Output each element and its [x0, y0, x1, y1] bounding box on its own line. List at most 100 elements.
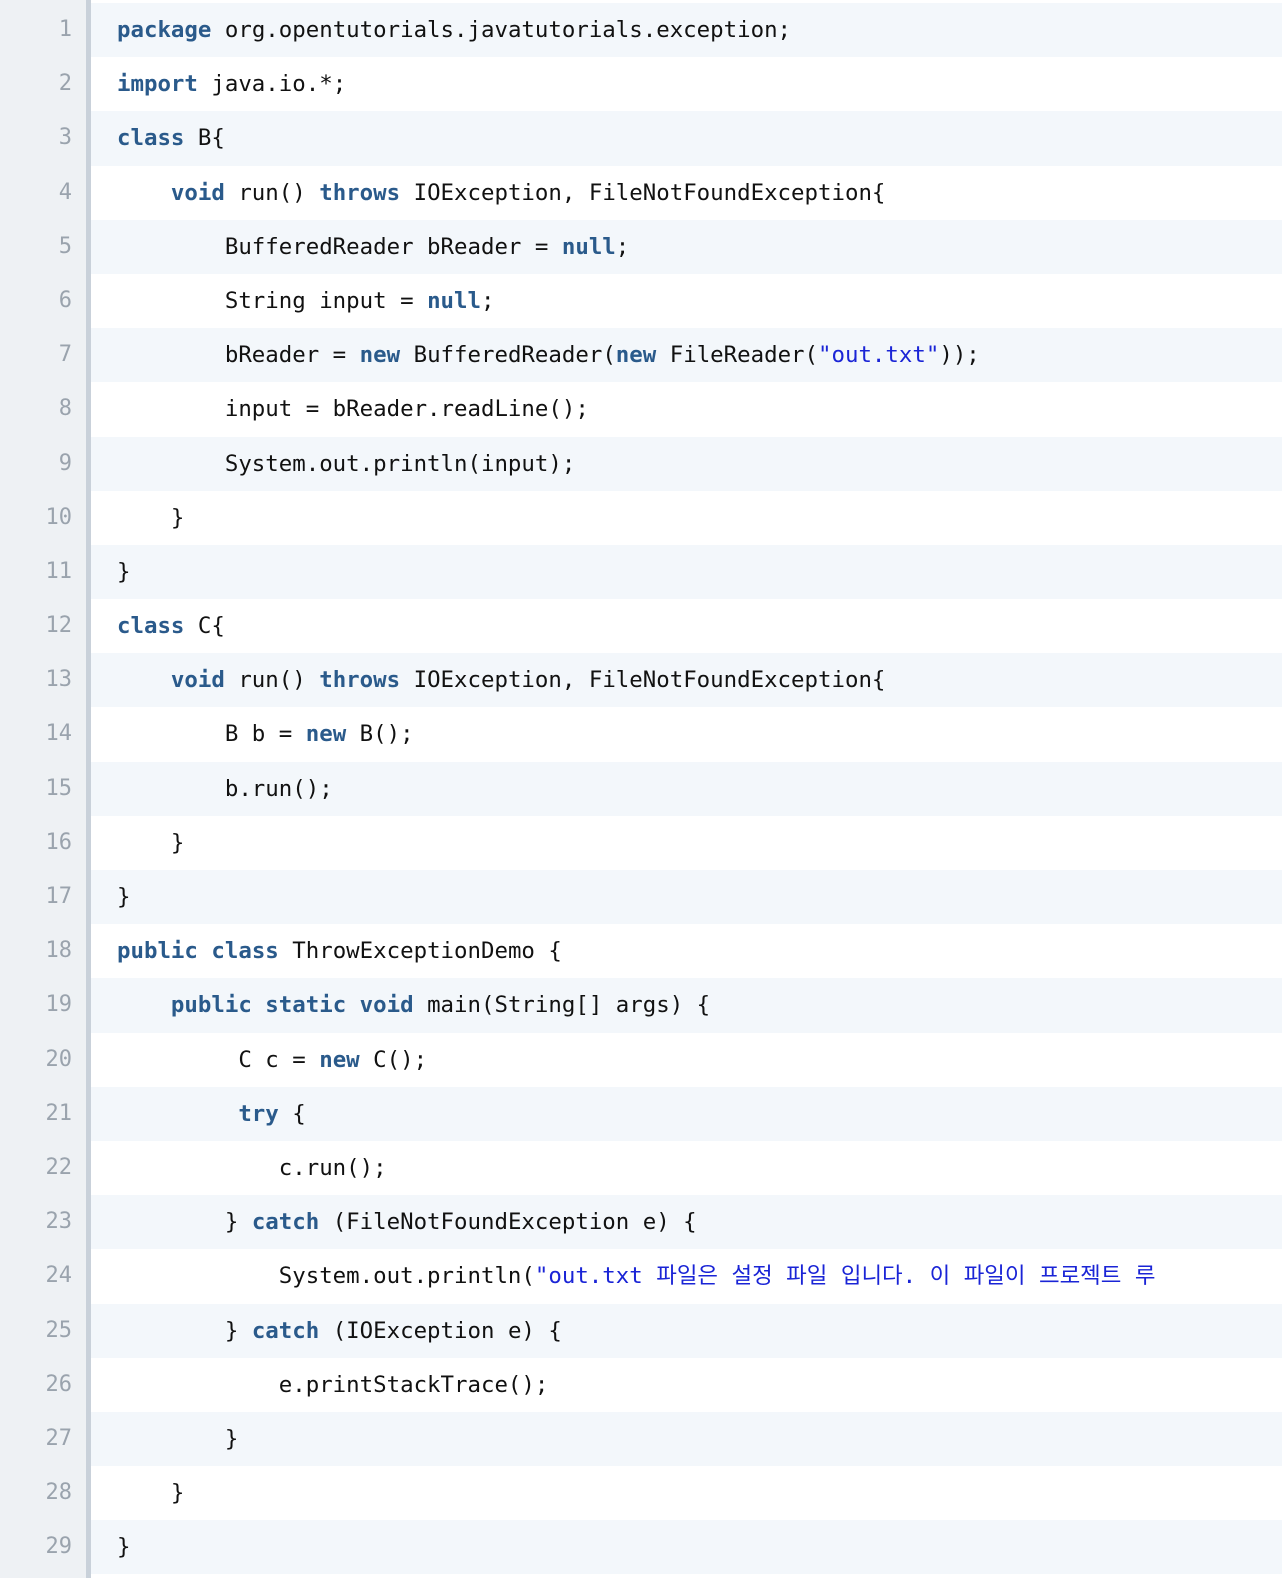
- code-token: main(String[] args) {: [413, 992, 711, 1019]
- code-token: FileReader(: [656, 342, 819, 369]
- code-keyword: void: [359, 992, 414, 1019]
- line-number: 2: [58, 71, 72, 97]
- code-token: [346, 992, 359, 1018]
- code-token: [117, 667, 171, 693]
- code-cell: void run() throws IOException, FileNotFo…: [91, 165, 1282, 220]
- code-token: java.io.*;: [197, 71, 347, 98]
- code-token: }: [117, 829, 185, 856]
- code-line: 27 }: [0, 1411, 1282, 1467]
- code-text: }: [117, 870, 130, 924]
- code-cell: }: [91, 870, 1282, 925]
- code-keyword: static: [265, 992, 347, 1019]
- code-token: }: [117, 1317, 252, 1344]
- code-text: }: [117, 545, 130, 599]
- code-text: System.out.println("out.txt 파일은 설정 파일 입니…: [117, 1249, 1156, 1303]
- code-cell: System.out.println("out.txt 파일은 설정 파일 입니…: [91, 1249, 1282, 1304]
- code-token: {: [278, 1100, 306, 1127]
- code-text: try {: [117, 1087, 306, 1141]
- code-keyword: throws: [319, 179, 401, 206]
- code-cell: void run() throws IOException, FileNotFo…: [91, 653, 1282, 708]
- code-token: [198, 938, 211, 964]
- code-line: 25 } catch (IOException e) {: [0, 1303, 1282, 1358]
- code-token: System.out.println(: [117, 1263, 535, 1290]
- code-token: [117, 992, 171, 1018]
- line-number: 23: [45, 1209, 73, 1235]
- code-keyword: throws: [319, 667, 401, 694]
- line-number-gutter: [0, 0, 86, 1578]
- code-cell: e.printStackTrace();: [91, 1357, 1282, 1412]
- gutter-divider: [86, 0, 91, 1578]
- line-number: 15: [45, 775, 73, 801]
- code-text: class C{: [117, 599, 225, 653]
- code-token: IOException, FileNotFoundException{: [400, 179, 886, 206]
- code-token: IOException, FileNotFoundException{: [400, 667, 886, 694]
- code-keyword: null: [427, 287, 481, 314]
- code-text: void run() throws IOException, FileNotFo…: [117, 166, 885, 220]
- line-number: 7: [58, 342, 72, 368]
- line-number: 6: [58, 287, 72, 313]
- line-number: 20: [45, 1046, 73, 1072]
- code-token: }: [117, 884, 131, 910]
- line-number: 4: [58, 179, 72, 205]
- line-number: 11: [45, 558, 73, 584]
- code-cell: }: [91, 1520, 1282, 1575]
- code-cell: try {: [91, 1086, 1282, 1141]
- code-cell: }: [91, 490, 1282, 545]
- code-cell: bReader = new BufferedReader(new FileRea…: [91, 328, 1282, 383]
- code-token: }: [117, 1534, 131, 1561]
- code-text: BufferedReader bReader = null;: [117, 220, 629, 274]
- code-cell: }: [91, 1411, 1282, 1467]
- code-line: 16 }: [0, 815, 1282, 870]
- code-token: [252, 992, 265, 1018]
- code-cell: B b = new B();: [91, 707, 1282, 762]
- code-line: 2 import java.io.*;: [0, 57, 1282, 112]
- code-token: [117, 1101, 238, 1127]
- code-cell: class B{: [91, 111, 1282, 166]
- code-token: run(): [224, 667, 320, 694]
- code-token: B b =: [117, 721, 306, 748]
- code-text: B b = new B();: [117, 707, 414, 761]
- code-cell: } catch (IOException e) {: [91, 1303, 1282, 1358]
- code-line: 11}: [0, 544, 1282, 600]
- code-text: c.run();: [117, 1141, 387, 1195]
- code-cell: import java.io.*;: [91, 57, 1282, 112]
- code-text: }: [117, 1466, 185, 1520]
- code-text: input = bReader.readLine();: [117, 382, 589, 436]
- code-token: input = bReader.readLine();: [117, 396, 589, 423]
- code-keyword: new: [615, 342, 657, 369]
- code-keyword: new: [359, 342, 401, 369]
- code-keyword: catch: [251, 1209, 320, 1236]
- code-line: 21 try {: [0, 1086, 1282, 1141]
- code-cell: BufferedReader bReader = null;: [91, 219, 1282, 274]
- line-number: 28: [45, 1480, 73, 1506]
- code-line: 13 void run() throws IOException, FileNo…: [0, 653, 1282, 708]
- code-token: e.printStackTrace();: [117, 1371, 549, 1398]
- code-token: C();: [359, 1046, 428, 1073]
- code-token: String input =: [117, 287, 428, 314]
- code-token: ;: [615, 233, 630, 260]
- code-line: 10 }: [0, 490, 1282, 545]
- code-keyword: class: [211, 938, 279, 965]
- code-cell: b.run();: [91, 761, 1282, 816]
- code-text: bReader = new BufferedReader(new FileRea…: [117, 328, 980, 382]
- code-line: 20 C c = new C();: [0, 1032, 1282, 1087]
- code-keyword: class: [117, 125, 185, 152]
- code-text: b.run();: [117, 762, 333, 816]
- code-token: ThrowExceptionDemo {: [278, 938, 562, 965]
- code-keyword: void: [170, 667, 225, 694]
- code-token: (IOException e) {: [319, 1317, 562, 1344]
- line-number: 8: [58, 396, 72, 422]
- code-text: e.printStackTrace();: [117, 1358, 549, 1412]
- line-number: 12: [45, 613, 73, 639]
- code-string-literal: "out.txt 파일은 설정 파일 입니다. 이 파일이 프로젝트 루: [534, 1263, 1156, 1290]
- line-number: 29: [45, 1534, 73, 1560]
- code-cell: C c = new C();: [91, 1032, 1282, 1087]
- code-token: ;: [480, 287, 495, 314]
- code-line: 15 b.run();: [0, 761, 1282, 816]
- code-cell: public static void main(String[] args) {: [91, 978, 1282, 1033]
- code-text: }: [117, 1412, 239, 1466]
- code-token: c.run();: [117, 1154, 387, 1181]
- code-text: import java.io.*;: [117, 57, 346, 111]
